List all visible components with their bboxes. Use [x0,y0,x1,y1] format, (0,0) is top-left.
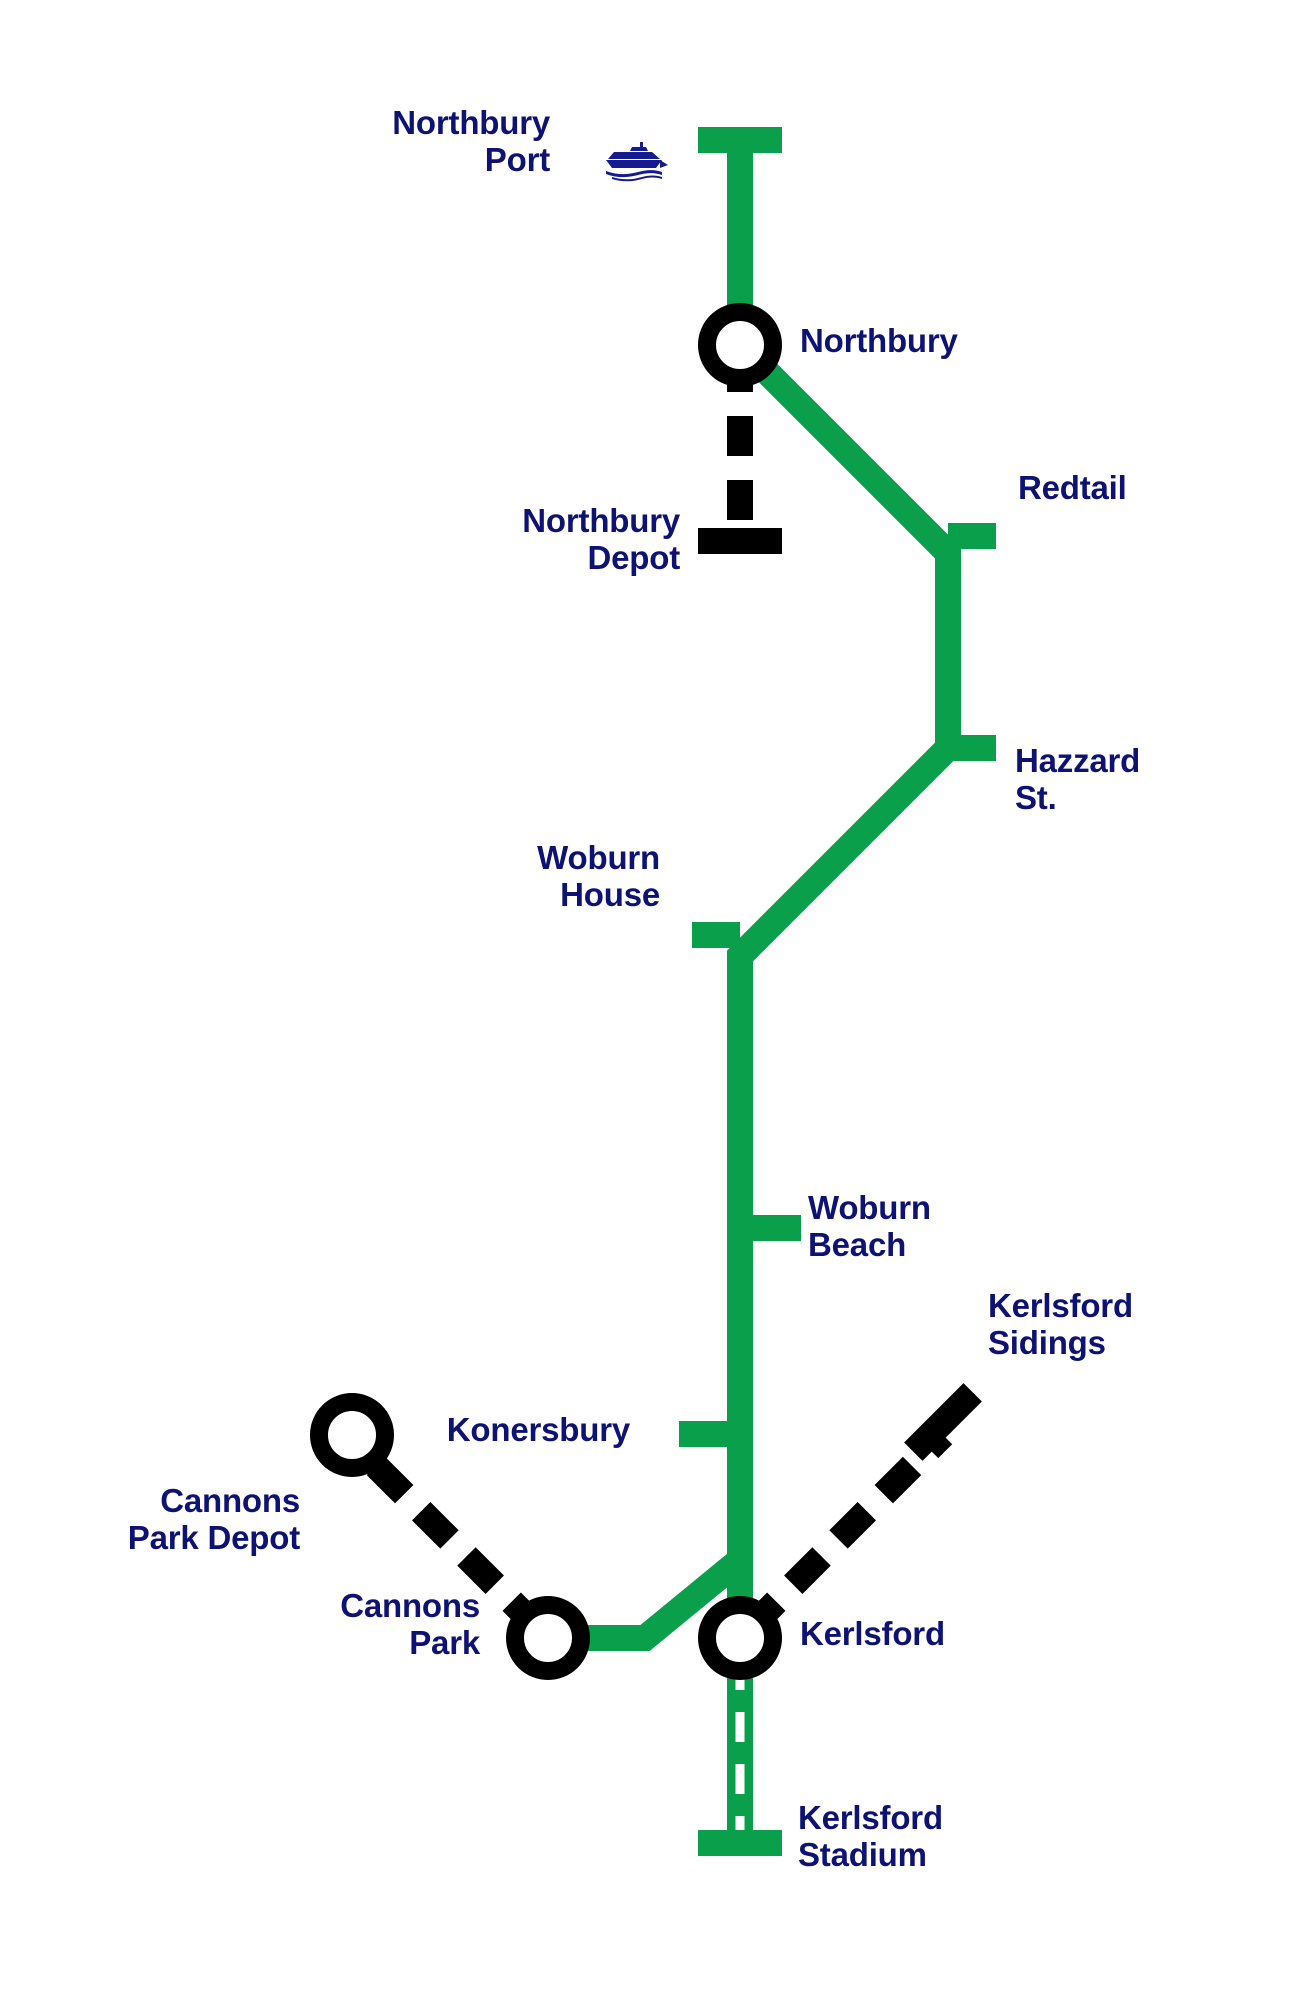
station-label-woburn-house: Woburn House [537,839,660,913]
station-label-hazzard-st: Hazzard St. [1015,742,1141,816]
station-label-northbury: Northbury [800,322,958,359]
station-marker-konersbury[interactable] [679,1421,727,1447]
station-label-cannons-park: Cannons Park [340,1587,480,1661]
segment-kerlsford-sidings[interactable] [738,1425,953,1640]
interchange-markers-group [310,303,782,1680]
ferry-icon [600,138,668,187]
station-marker-redtail[interactable] [948,523,996,549]
station-label-kerlsford-sidings: Kerlsford Sidings [988,1287,1133,1361]
station-label-kerlsford-stadium: Kerlsford Stadium [798,1799,943,1873]
station-marker-cannons-park[interactable] [506,1596,590,1680]
station-label-northbury-port: Northbury Port [392,104,550,178]
station-label-woburn-beach: Woburn Beach [808,1189,931,1263]
station-label-redtail: Redtail [1018,469,1127,506]
station-label-kerlsford: Kerlsford [800,1615,945,1652]
station-marker-cannons-park-depot[interactable] [310,1393,394,1477]
ferry-icon-svg [606,142,668,182]
station-marker-woburn-house[interactable] [692,922,740,948]
station-marker-kerlsford[interactable] [698,1596,782,1680]
station-label-cannons-park-depot: Cannons Park Depot [127,1482,300,1556]
terminus-cap-kerlsford-stadium [698,1830,782,1856]
segment-cannons-park-depot[interactable] [350,1440,550,1640]
station-label-northbury-depot: Northbury Depot [522,502,680,576]
terminus-cap-northbury-depot [698,528,782,554]
station-label-konersbury: Konersbury [446,1411,630,1448]
station-marker-northbury[interactable] [698,303,782,387]
tick-markers-group [679,523,996,1447]
terminus-cap-kerlsford-sidings [904,1383,982,1461]
station-marker-hazzard-st[interactable] [948,735,996,761]
station-marker-woburn-beach[interactable] [753,1215,801,1241]
terminus-cap-northbury-port [698,127,782,153]
